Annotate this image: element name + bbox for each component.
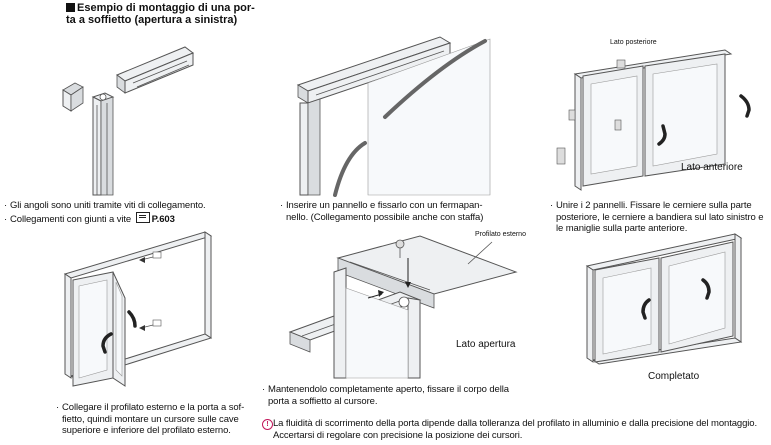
step-2-line-2: nello. (Collegamento possibile anche con… xyxy=(286,211,484,223)
panels-joined-illustration xyxy=(556,49,751,191)
folding-door-illustration xyxy=(63,231,213,387)
label-profilato-esterno: Profilato esterno xyxy=(475,231,526,238)
note-line-2: Accertarsi di regolare con precisione la… xyxy=(273,430,523,441)
step-5-line-2: porta a soffietto al cursore. xyxy=(268,395,378,407)
label-completato: Completato xyxy=(648,371,700,382)
step-1-line-2: Collegamenti con giunti a vite xyxy=(10,213,132,225)
step-3-line-2: posteriore, le cerniere a bandiera sul l… xyxy=(556,211,764,223)
completed-door-illustration xyxy=(585,233,743,365)
note-line-1: La fluidità di scorrimento della porta d… xyxy=(273,418,758,429)
cursor-fixing-illustration xyxy=(288,235,518,379)
step-4-line-2: fietto, quindi montare un cursore sulle … xyxy=(62,413,239,425)
attention-icon: ! xyxy=(262,419,273,430)
step-3-caption: ·Unire i 2 pannelli. Fissare le cerniere… xyxy=(550,200,771,235)
title-line-1: Esempio di montaggio di una por- xyxy=(77,2,255,14)
title-square-icon xyxy=(66,3,75,12)
page-reference-icon xyxy=(135,211,150,223)
step-4-line-3: superiore e inferiore del profilato este… xyxy=(62,425,231,436)
label-lato-anteriore: Lato anteriore xyxy=(681,162,743,173)
step-5-line-1: Mantenendolo completamente aperto, fissa… xyxy=(268,384,509,395)
step-2-line-1: Inserire un pannello e fissarlo con un f… xyxy=(286,200,483,211)
corner-joint-illustration xyxy=(62,46,195,196)
step-2-caption: ·Inserire un pannello e fissarlo con un … xyxy=(280,200,520,223)
section-title: Esempio di montaggio di una por- ta a so… xyxy=(66,2,266,26)
label-lato-posteriore: Lato posteriore xyxy=(610,39,657,46)
step-5-caption: ·Mantenendolo completamente aperto, fiss… xyxy=(262,384,542,407)
title-line-2: ta a soffietto (apertura a sinistra) xyxy=(66,14,238,26)
step-1-line-1: Gli angoli sono uniti tramite viti di co… xyxy=(10,200,206,211)
step-1-caption: ·Gli angoli sono uniti tramite viti di c… xyxy=(4,200,206,225)
panel-insert-illustration xyxy=(296,36,491,197)
step-3-line-1: Unire i 2 pannelli. Fissare le cerniere … xyxy=(556,200,752,211)
page-reference[interactable]: P.603 xyxy=(151,213,175,225)
step-4-line-1: Collegare il profilato esterno e la port… xyxy=(62,402,245,413)
label-lato-apertura: Lato apertura xyxy=(456,339,516,350)
step-4-caption: ·Collegare il profilato esterno e la por… xyxy=(56,402,256,437)
step-3-line-3: le maniglie sulla parte anteriore. xyxy=(556,223,688,234)
assembly-note: !La fluidità di scorrimento della porta … xyxy=(262,418,771,442)
